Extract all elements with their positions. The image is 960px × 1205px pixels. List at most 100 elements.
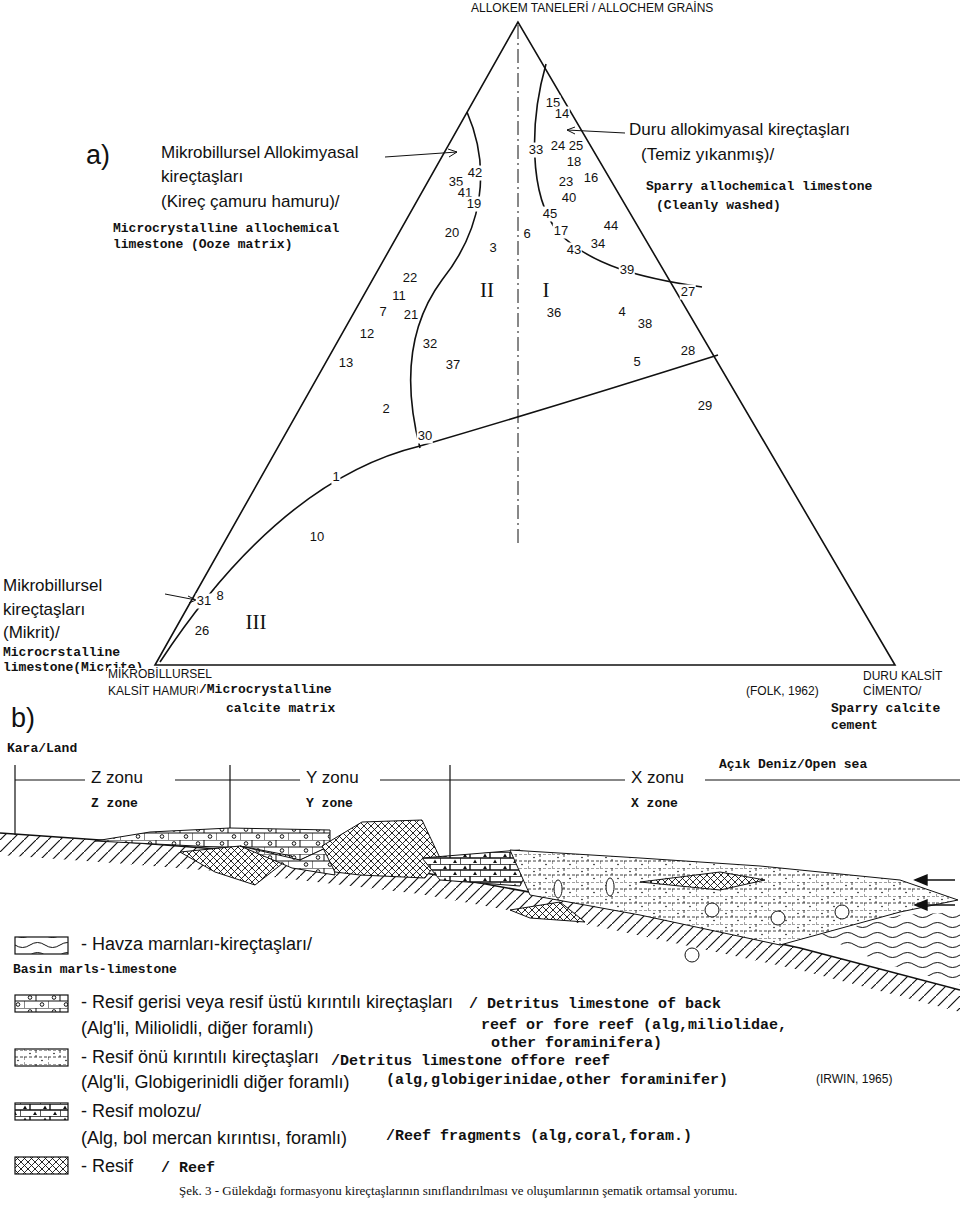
label: (Alg'li, Globigerinidli diğer foramlı) [80, 1072, 351, 1093]
label: Y zone [305, 797, 354, 812]
label: Z zone [90, 797, 139, 812]
label: b) [10, 703, 36, 734]
callout-number: 3 [488, 241, 497, 256]
label: Microcrstalline [2, 646, 121, 661]
label: (Alg'li, Miliolidli, diğer foramlı) [80, 1018, 315, 1039]
label: (Mikrit)/ [2, 623, 61, 643]
callout-number: 42 [467, 166, 483, 181]
label: (IRWIN, 1965) [815, 1073, 893, 1087]
legend-swatch [15, 1049, 68, 1066]
callout-number: 5 [632, 355, 641, 370]
legend-swatch [15, 995, 68, 1012]
label: other foraminifera) [490, 1035, 663, 1052]
callout-number: 10 [309, 530, 325, 545]
callout-number: 32 [422, 337, 438, 352]
legend-text: - Resif molozu/ [80, 1101, 202, 1122]
label: (Kireç çamuru hamuru)/ [160, 192, 341, 212]
label: CİMENTO/ [862, 685, 922, 699]
callout-number: 26 [194, 624, 210, 639]
field-label: III [245, 610, 268, 634]
label: ALLOKEM TANELERİ / ALLOCHEM GRAİNS [470, 2, 714, 16]
callout-number: 37 [445, 358, 461, 373]
label: reef or fore reef (alg,miliolidae, [480, 1017, 788, 1034]
callout-number: 44 [603, 219, 619, 234]
legend-swatch [15, 937, 68, 954]
label: Z zonu [90, 768, 144, 788]
label: Duru allokimyasal kireçtaşları [628, 120, 851, 140]
label: (Alg, bol mercan kırıntısı, foramlı) [80, 1128, 348, 1149]
label: (Temiz yıkanmış)/ [640, 145, 775, 165]
legend-text: - Resif [80, 1156, 134, 1177]
callout-number: 14 [554, 107, 570, 122]
callout-number: 27 [680, 285, 696, 300]
label: Y zonu [305, 768, 360, 788]
label: / Reef [160, 1160, 216, 1177]
callout-number: 16 [583, 171, 599, 186]
label: cement [830, 719, 879, 734]
label: Microcrystalline allochemical [112, 222, 340, 237]
label: (Cleanly washed) [655, 199, 782, 214]
callout-number: 13 [338, 356, 354, 371]
legend-swatch [15, 1103, 68, 1120]
callout-number: 23 [558, 175, 574, 190]
label: X zonu [630, 768, 685, 788]
callout-number: 18 [566, 155, 582, 170]
callout-number: 8 [215, 589, 224, 604]
label: limestone (Ooze matrix) [112, 238, 293, 253]
callout-number: 1 [331, 470, 340, 485]
callout-number: 6 [522, 227, 531, 242]
label: Mikrobillursel Allokimyasal [160, 143, 359, 163]
callout-number: 19 [466, 197, 482, 212]
label: /Microcrystalline [198, 683, 333, 698]
callout-number: 33 [528, 143, 544, 158]
callout-number: 4 [617, 305, 626, 320]
callout-number: 40 [561, 191, 577, 206]
callout-number: 34 [590, 237, 606, 252]
callout-number: 38 [637, 317, 653, 332]
callout-number: 36 [546, 306, 562, 321]
callout-number: 30 [417, 429, 433, 444]
callout-number: 28 [680, 344, 696, 359]
label: /Reef fragments (alg,coral,foram.) [385, 1128, 693, 1145]
callout-number: 39 [619, 263, 635, 278]
field-label: II [479, 278, 495, 302]
label: Sparry calcite [830, 702, 941, 717]
callout-number: 22 [402, 271, 418, 286]
label: DURU KALSİT [862, 670, 943, 684]
field-label: I [542, 278, 551, 302]
callout-number: 20 [444, 226, 460, 241]
label: X zone [630, 797, 679, 812]
callout-number: 11 [391, 289, 407, 304]
legend-text: - Havza marnları-kireçtaşları/ [80, 934, 313, 955]
label: a) [85, 140, 111, 171]
legend-text: - Resif gerisi veya resif üstü kırıntılı… [80, 992, 454, 1013]
label: Basin marls-limestone [12, 963, 178, 978]
label: /Detritus limestone offore reef [330, 1053, 611, 1070]
callout-number: 12 [359, 327, 375, 342]
callout-number: 25 [568, 139, 584, 154]
label: kireçtaşları [160, 167, 244, 187]
legend-text: - Resif önü kırıntılı kireçtaşları [80, 1047, 320, 1068]
callout-number: 2 [381, 402, 390, 417]
label: Sparry allochemical limestone [645, 180, 873, 195]
label: kireçtaşları [2, 600, 86, 620]
callout-number: 17 [553, 224, 569, 239]
caption: Şek. 3 - Gülekdağı formasyonu kireçtaşla… [178, 1184, 739, 1199]
label: KALSİT HAMURU [107, 685, 206, 699]
label: (alg,globigerinidae,other foraminifer) [385, 1072, 729, 1089]
callout-number: 7 [378, 305, 387, 320]
label: MİKROBİLLURSEL [107, 668, 213, 682]
label: Kara/Land [6, 742, 78, 757]
callout-number: 31 [196, 594, 212, 609]
callout-number: 29 [697, 399, 713, 414]
callout-number: 45 [542, 207, 558, 222]
label: Mikrobillursel [2, 576, 103, 596]
label: (FOLK, 1962) [745, 685, 820, 699]
label: calcite matrix [225, 702, 336, 717]
callout-number: 21 [403, 308, 419, 323]
legend-swatch [15, 1157, 68, 1174]
callout-number: 24 [550, 139, 566, 154]
label: / Detritus limestone of back [468, 996, 722, 1013]
label: Açık Deniz/Open sea [718, 758, 868, 773]
callout-number: 43 [566, 243, 582, 258]
